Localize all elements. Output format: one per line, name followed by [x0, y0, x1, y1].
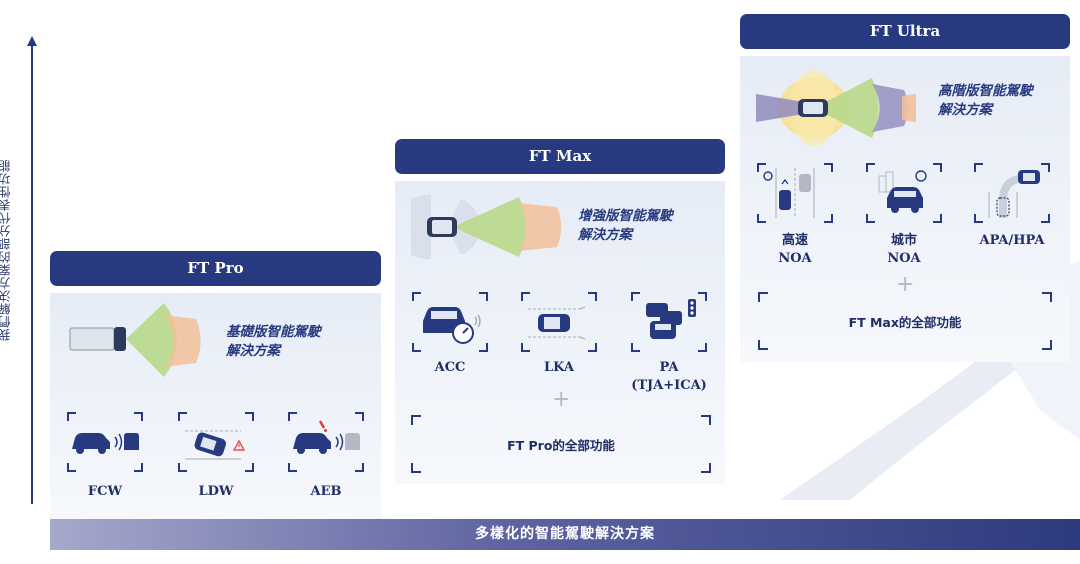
includes-box-ft-pro: FT Pro的全部功能: [411, 415, 711, 473]
feature-label-city-noa-line1: 城市: [890, 233, 917, 248]
card-ft-ultra: FT Ultra 高階版智能駕駛 解決方案 高速 NOA: [740, 14, 1070, 362]
card-ft-pro: FT Pro 基礎版智能駕駛 解決方案 FCW LDW: [50, 251, 381, 519]
y-axis-arrow: [27, 36, 37, 504]
caption-line2: 解決方案: [578, 227, 632, 243]
plus-icon: +: [896, 272, 915, 297]
feature-label-highway-noa-line1: 高速: [781, 233, 808, 248]
forward-collision-icon: [67, 412, 143, 472]
feature-pa: [630, 291, 708, 361]
truck-sensor-illustration: [69, 303, 201, 377]
caption-line1: 高階版智能駕駛: [938, 83, 1033, 99]
card-ft-max: FT Max 增強版智能駕駛 解決方案 ACC: [395, 139, 725, 484]
caption-line2: 解決方案: [226, 343, 280, 359]
feature-label-city-noa-line2: NOA: [887, 251, 921, 266]
feature-label-city-noa: 城市 NOA: [865, 232, 943, 268]
feature-label-pa-line1: PA: [659, 360, 679, 375]
feature-label-highway-noa: 高速 NOA: [756, 232, 834, 268]
card-title-ft-ultra: FT Ultra: [740, 14, 1070, 49]
caption-line2: 解決方案: [938, 102, 992, 118]
city-noa-icon: [866, 163, 942, 223]
feature-fcw: [66, 411, 144, 481]
includes-label: FT Pro的全部功能: [507, 438, 615, 453]
adaptive-cruise-icon: [412, 292, 488, 352]
feature-label-apa-hpa: APA/HPA: [979, 233, 1045, 248]
caption-line1: 基礎版智能駕駛: [226, 324, 321, 340]
highway-noa-icon: [757, 163, 833, 223]
feature-acc: [411, 291, 489, 361]
bottom-banner: 多樣化的智能駕駛解決方案: [50, 519, 1080, 550]
feature-label-pa: PA (TJA+ICA): [630, 359, 708, 395]
car-sensor-illustration: [411, 194, 562, 260]
card-title-ft-max: FT Max: [395, 139, 725, 174]
feature-lka: [520, 291, 598, 361]
corner-brackets: [411, 415, 711, 473]
auto-parking-icon: [974, 163, 1050, 223]
feature-highway-noa: [756, 162, 834, 232]
feature-label-acc: ACC: [434, 360, 466, 375]
feature-label-lka: LKA: [544, 360, 574, 375]
corner-brackets: [758, 292, 1052, 350]
feature-label-ldw: LDW: [198, 484, 234, 499]
feature-city-noa: [865, 162, 943, 232]
feature-aeb: [287, 411, 365, 481]
lane-departure-icon: [178, 412, 254, 472]
feature-label-pa-line2: (TJA+ICA): [631, 378, 707, 393]
pilot-assist-icon: [631, 292, 707, 352]
feature-label-aeb: AEB: [310, 484, 342, 499]
feature-label-fcw: FCW: [87, 484, 123, 499]
card-title-ft-pro: FT Pro: [50, 251, 381, 286]
feature-label-highway-noa-line2: NOA: [778, 251, 812, 266]
y-axis-label: 我們解決方案的部分代表性功能: [0, 159, 12, 341]
includes-box-ft-max: FT Max的全部功能: [758, 292, 1052, 350]
feature-apa-hpa: [973, 162, 1051, 232]
caption-line1: 增強版智能駕駛: [578, 208, 673, 224]
plus-icon: +: [552, 387, 571, 412]
car-360-sensor-illustration: [756, 70, 916, 146]
lane-keeping-icon: [521, 292, 597, 352]
emergency-brake-icon: [288, 412, 364, 472]
includes-label: FT Max的全部功能: [848, 315, 962, 330]
feature-ldw: [177, 411, 255, 481]
